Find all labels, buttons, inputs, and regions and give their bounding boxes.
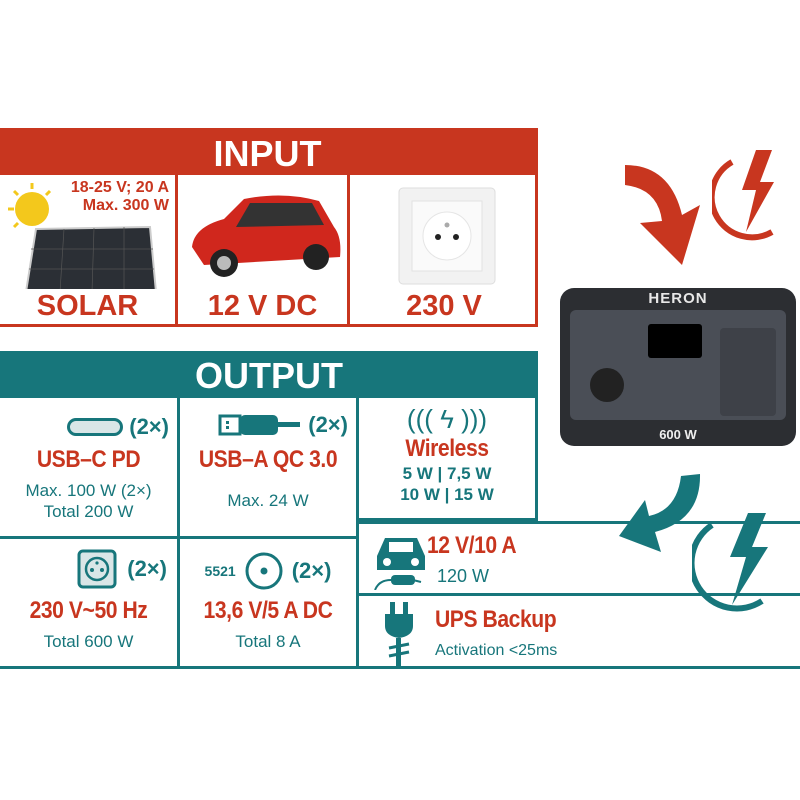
solar-panel-icon [8,183,157,289]
input-solar: 18-25 V; 20 A Max. 300 W SOLAR [0,175,178,327]
output-usbc: (2×) USB–C PD Max. 100 W (2×) Total 200 … [0,398,180,539]
device-display [648,324,702,358]
lightning-red-icon [712,150,774,241]
mains-input-label: 230 V [406,290,482,322]
ups-activation: Activation <25ms [435,642,558,659]
ac-total: Total 600 W [43,632,134,651]
car-icon [192,195,341,277]
car-output-title: 12 V/10 A [427,532,517,559]
output-dc: 5521 (2×) 13,6 V/5 A DC Total 8 A [180,539,359,669]
output-ups: UPS Backup Activation <25ms [359,596,800,669]
dc-total: Total 8 A [235,632,301,651]
wall-socket-icon [398,187,496,285]
wireless-charging-icon: ((( ϟ ))) [406,404,488,434]
usba-title: USB–A QC 3.0 [198,446,338,473]
device-power-label: 600 W [659,427,697,442]
ac-count: (2×) [127,556,167,581]
solar-spec-voltage: 18-25 V; 20 A [70,179,169,196]
output-wireless: ((( ϟ ))) Wireless 5 W | 7,5 W 10 W | 15… [359,398,538,521]
dc-count: (2×) [291,558,332,583]
output-usba: (2×) USB–A QC 3.0 Max. 24 W [180,398,359,539]
ac-title: 230 V~50 Hz [29,597,148,624]
dc-title: 13,6 V/5 A DC [203,597,333,624]
usb-c-port-icon [67,418,124,436]
car-socket-icon [374,538,425,590]
wireless-power-2: 10 W | 15 W [400,485,494,504]
output-arrow-icon [619,474,701,552]
ac-socket-icon [77,549,117,589]
solar-label: SOLAR [36,290,139,322]
usbc-count: (2×) [129,414,169,439]
dc-connector-code: 5521 [204,563,236,579]
input-title: INPUT [0,131,535,175]
lightning-teal-icon [692,513,768,612]
usbc-title: USB–C PD [36,446,141,473]
wireless-power-1: 5 W | 7,5 W [402,464,492,483]
usbc-max: Max. 100 W (2×) [25,481,152,500]
power-station-image: HERON 600 W [560,288,796,446]
dc-barrel-port-icon [245,552,283,590]
car-input-label: 12 V DC [207,290,318,322]
input-arrow-icon [625,165,700,265]
input-mains: 230 V [350,175,538,327]
usb-a-plug-icon [218,414,301,436]
usba-count: (2×) [308,412,348,437]
wireless-title: Wireless [405,435,489,462]
power-plug-icon [385,602,413,666]
input-panel: INPUT 18-25 V; 20 A Max. 300 W SOLAR 12 … [0,128,538,327]
output-title: OUTPUT [0,351,538,398]
input-car: 12 V DC [178,175,350,327]
output-car: 12 V/10 A 120 W [359,521,800,596]
solar-spec-power: Max. 300 W [82,197,169,214]
usba-max: Max. 24 W [227,491,309,510]
ac-outlet [590,368,624,402]
usbc-total: Total 200 W [43,502,134,521]
brand-logo: HERON [648,290,708,307]
ups-title: UPS Backup [435,606,557,633]
car-output-power: 120 W [437,566,490,586]
output-ac: (2×) 230 V~50 Hz Total 600 W [0,539,180,669]
